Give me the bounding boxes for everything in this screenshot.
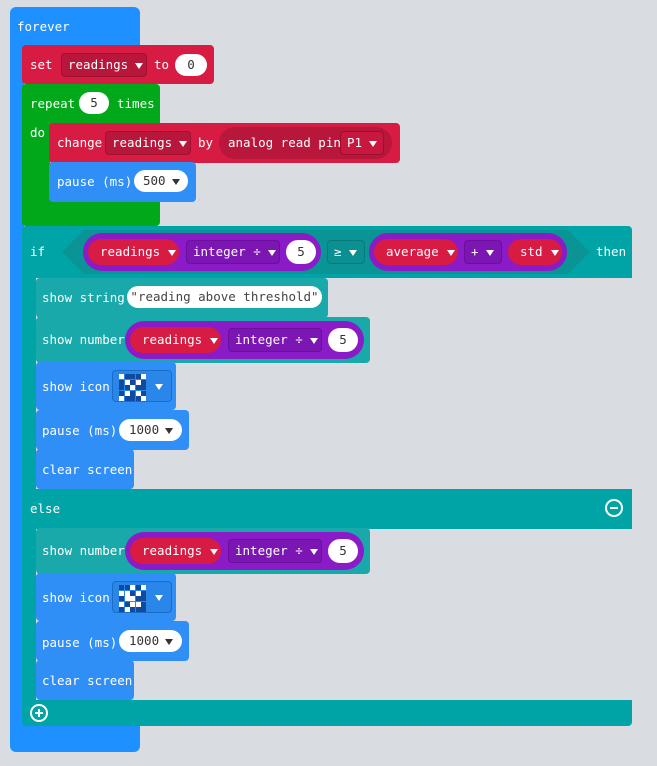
pause-label: pause (ms) — [57, 174, 133, 189]
readings-variable-pill[interactable]: readings — [130, 327, 221, 353]
readings-name: readings — [100, 244, 161, 259]
repeat-label: repeat — [30, 96, 76, 111]
chevron-down-icon — [168, 249, 177, 256]
clear-screen-label: clear screen — [42, 462, 133, 477]
change-variable-dropdown[interactable]: readings — [105, 131, 191, 155]
chevron-down-icon — [267, 249, 276, 256]
math-op-dropdown[interactable]: integer ÷ — [228, 328, 322, 352]
math-op: integer ÷ — [235, 543, 303, 558]
chevron-down-icon — [165, 427, 174, 434]
chevron-down-icon — [446, 249, 455, 256]
pause-value: 1000 — [129, 422, 160, 437]
plus-op-dropdown[interactable]: + — [464, 240, 502, 264]
led-x-pattern-icon — [119, 374, 146, 401]
divisor-input[interactable]: 5 — [328, 328, 358, 352]
readings-variable-pill[interactable]: readings — [130, 538, 221, 564]
pause-value-dropdown[interactable]: 1000 — [119, 419, 182, 441]
show-number-label: show number — [42, 332, 125, 347]
pause-value: 1000 — [129, 633, 160, 648]
show-icon-label: show icon — [42, 379, 110, 394]
change-label: change — [57, 135, 103, 150]
pin-value: P1 — [347, 135, 363, 150]
repeat-times-label: times — [117, 96, 155, 111]
readings-name: readings — [142, 543, 203, 558]
else-label: else — [30, 501, 61, 516]
chevron-down-icon — [348, 249, 357, 256]
chevron-down-icon — [309, 548, 318, 555]
pause-value-dropdown[interactable]: 500 — [134, 170, 188, 192]
std-name: std — [520, 244, 543, 259]
average-name: average — [386, 244, 439, 259]
divisor-input[interactable]: 5 — [286, 240, 316, 264]
forever-block[interactable] — [10, 7, 140, 46]
analog-read-pin-label: analog read pin — [228, 135, 341, 150]
pause-value: 500 — [143, 173, 166, 188]
std-variable-pill[interactable]: std — [508, 239, 562, 265]
change-by-label: by — [198, 135, 214, 150]
repeat-do-label: do — [30, 125, 46, 140]
chevron-down-icon — [309, 337, 318, 344]
set-value-input[interactable]: 0 — [175, 54, 207, 76]
close-quote: " — [311, 289, 319, 304]
forever-footer — [10, 722, 140, 752]
icon-picker[interactable] — [112, 581, 172, 613]
set-variable-name: readings — [68, 57, 129, 72]
set-variable-dropdown[interactable]: readings — [61, 53, 147, 77]
compare-op: ≥ — [334, 244, 342, 259]
change-variable-name: readings — [112, 135, 173, 150]
show-string-input[interactable]: "reading above threshold" — [127, 286, 322, 308]
chevron-down-icon — [210, 548, 219, 555]
math-op: integer ÷ — [235, 332, 303, 347]
clear-screen-block[interactable] — [36, 449, 134, 489]
icon-picker[interactable] — [112, 370, 172, 402]
show-icon-label: show icon — [42, 590, 110, 605]
chevron-down-icon — [155, 595, 163, 601]
math-op-dropdown[interactable]: integer ÷ — [228, 539, 322, 563]
pause-label: pause (ms) — [42, 635, 118, 650]
readings-name: readings — [142, 332, 203, 347]
compare-op-dropdown[interactable]: ≥ — [327, 240, 365, 264]
math-op: integer ÷ — [193, 244, 261, 259]
open-quote: " — [130, 289, 138, 304]
chevron-down-icon — [155, 384, 163, 390]
forever-spine — [10, 44, 24, 724]
forever-label: forever — [17, 19, 70, 34]
clear-screen-block[interactable] — [36, 660, 134, 700]
if-then-label: then — [596, 244, 627, 259]
chevron-down-icon — [550, 249, 559, 256]
pause-value-dropdown[interactable]: 1000 — [119, 630, 182, 652]
repeat-count-input[interactable]: 5 — [79, 92, 109, 114]
else-bar — [22, 489, 632, 529]
divisor-input[interactable]: 5 — [328, 539, 358, 563]
set-label: set — [30, 57, 53, 72]
pin-dropdown[interactable]: P1 — [340, 131, 384, 155]
if-label: if — [30, 244, 46, 259]
minus-circle-icon[interactable] — [605, 499, 623, 517]
repeat-spine — [22, 122, 50, 206]
show-number-label: show number — [42, 543, 125, 558]
chevron-down-icon — [369, 140, 378, 147]
chevron-down-icon — [171, 178, 180, 185]
math-op-dropdown[interactable]: integer ÷ — [186, 240, 280, 264]
plus-circle-icon[interactable] — [30, 704, 48, 722]
led-checker-pattern-icon — [119, 585, 146, 612]
show-string-value: reading above threshold — [137, 289, 312, 304]
show-string-label: show string — [42, 290, 125, 305]
repeat-footer — [22, 200, 160, 226]
chevron-down-icon — [135, 62, 144, 69]
chevron-down-icon — [485, 249, 494, 256]
clear-screen-label: clear screen — [42, 673, 133, 688]
plus-op: + — [471, 244, 479, 259]
pause-label: pause (ms) — [42, 423, 118, 438]
chevron-down-icon — [165, 638, 174, 645]
average-variable-pill[interactable]: average — [374, 239, 458, 265]
readings-variable-pill[interactable]: readings — [88, 239, 179, 265]
set-to-label: to — [154, 57, 170, 72]
if-footer — [22, 700, 632, 726]
chevron-down-icon — [179, 140, 188, 147]
chevron-down-icon — [210, 337, 219, 344]
